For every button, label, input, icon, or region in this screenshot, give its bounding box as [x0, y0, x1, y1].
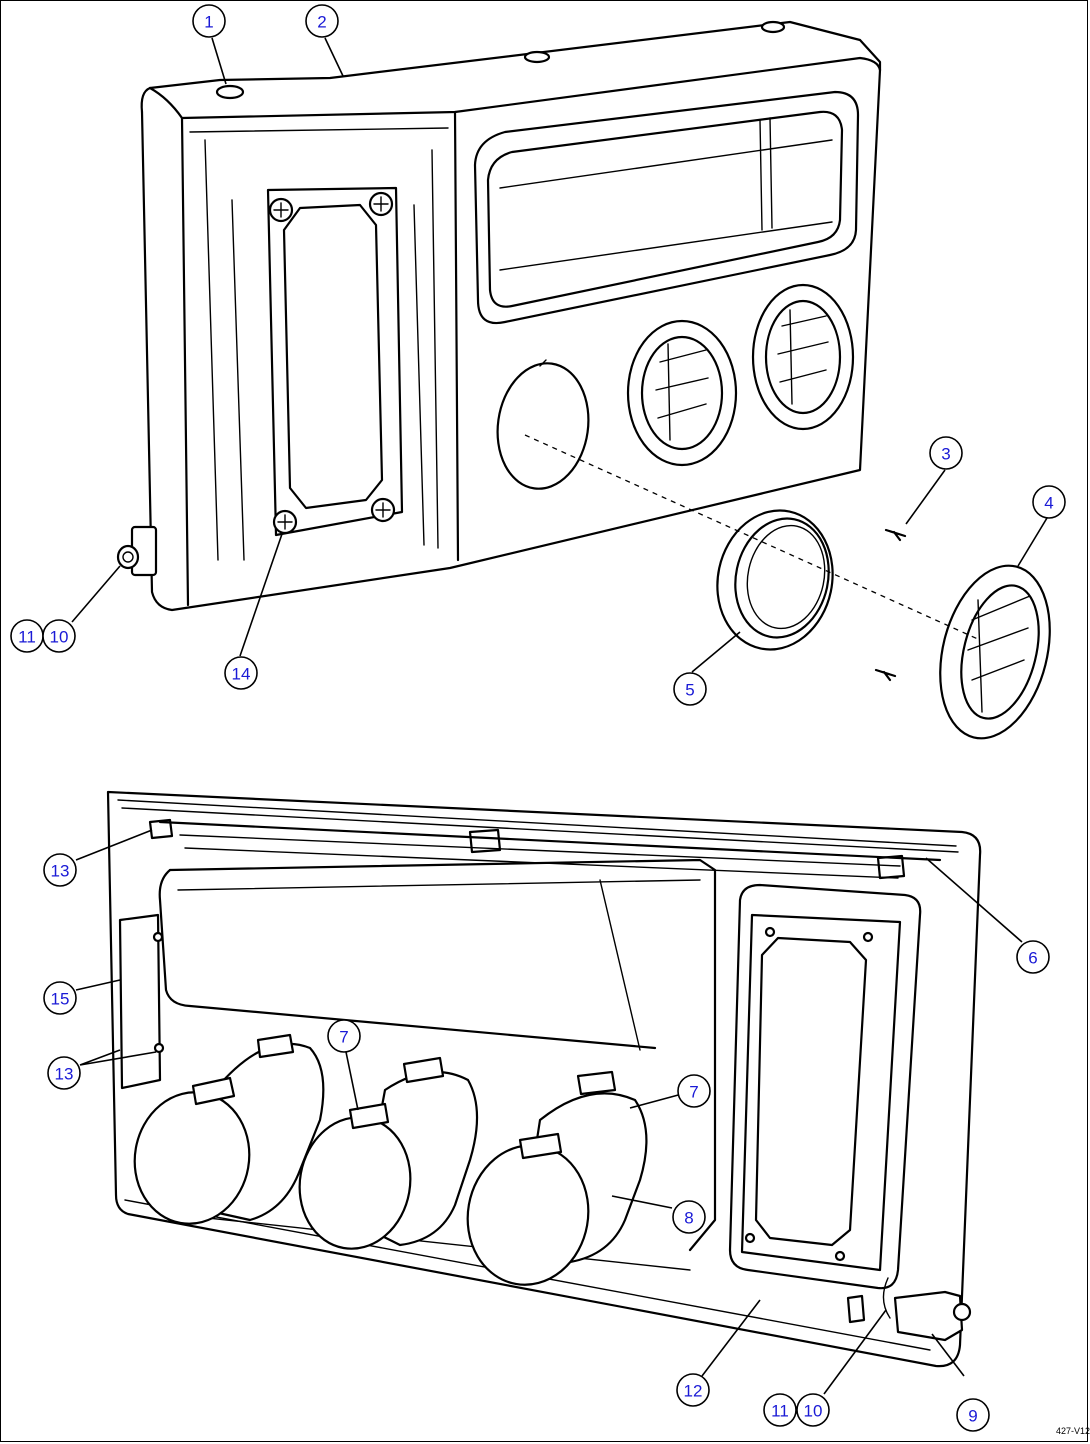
callout-number: 11 [771, 1402, 789, 1421]
callout-circle [224, 656, 258, 690]
callout-circle [305, 4, 339, 38]
callout-number: 3 [941, 445, 950, 464]
callout-circle [956, 1398, 990, 1432]
callout-circle [43, 853, 77, 887]
callout-c15: 15 [43, 981, 77, 1015]
callout-number: 1 [204, 13, 213, 32]
callout-c7a: 7 [327, 1019, 361, 1053]
callout-circle [1032, 485, 1066, 519]
callout-circle [676, 1373, 710, 1407]
callout-number: 5 [685, 681, 694, 700]
callout-circle [192, 4, 226, 38]
callout-c13b: 13 [47, 1056, 81, 1090]
drawing-code: 427-V12 [1056, 1426, 1090, 1436]
callout-number: 7 [689, 1083, 698, 1102]
callout-circle [929, 436, 963, 470]
callout-c11a: 11 [10, 619, 44, 653]
callout-circle [1016, 940, 1050, 974]
callout-number: 13 [51, 862, 70, 881]
explode-line [524, 434, 981, 641]
callout-c13a: 13 [43, 853, 77, 887]
callout-circle [763, 1393, 797, 1427]
callout-number: 8 [684, 1209, 693, 1228]
screw-14-heads [268, 191, 396, 535]
callout-number: 7 [339, 1028, 348, 1047]
callout-c10b: 10 [796, 1393, 830, 1427]
callout-number: 6 [1028, 949, 1037, 968]
callout-c8: 8 [672, 1200, 706, 1234]
callout-c10a: 10 [42, 619, 76, 653]
callout-c9: 9 [956, 1398, 990, 1432]
callout-c11b: 11 [763, 1393, 797, 1427]
callout-circle [677, 1074, 711, 1108]
dash-panel-housing [116, 20, 882, 612]
callout-circle [796, 1393, 830, 1427]
screws-3 [874, 528, 907, 682]
callout-number: 13 [55, 1065, 74, 1084]
callout-c6: 6 [1016, 940, 1050, 974]
callout-c4: 4 [1032, 485, 1066, 519]
callout-number: 10 [804, 1402, 823, 1421]
vent-bezel-5 [716, 509, 834, 651]
callout-number: 12 [684, 1382, 703, 1401]
callout-circle [327, 1019, 361, 1053]
callout-number: 15 [51, 990, 70, 1009]
callout-c14: 14 [224, 656, 258, 690]
leader-lines [71, 37, 1048, 1395]
callout-number: 4 [1044, 494, 1053, 513]
callout-c1: 1 [192, 4, 226, 38]
callout-number: 9 [968, 1407, 977, 1426]
callout-circle [673, 672, 707, 706]
callout-c12: 12 [676, 1373, 710, 1407]
callout-c7b: 7 [677, 1074, 711, 1108]
callout-circle [672, 1200, 706, 1234]
duct-hoses-8 [133, 1033, 648, 1286]
callout-circle [42, 619, 76, 653]
callout-c2: 2 [305, 4, 339, 38]
air-outlet-4 [939, 564, 1051, 740]
callout-circle [47, 1056, 81, 1090]
callout-c3: 3 [929, 436, 963, 470]
callout-number: 11 [18, 628, 36, 647]
callout-circle [43, 981, 77, 1015]
callout-number: 2 [317, 13, 326, 32]
callout-number: 10 [50, 628, 69, 647]
callout-number: 14 [232, 665, 251, 684]
callout-c5: 5 [673, 672, 707, 706]
